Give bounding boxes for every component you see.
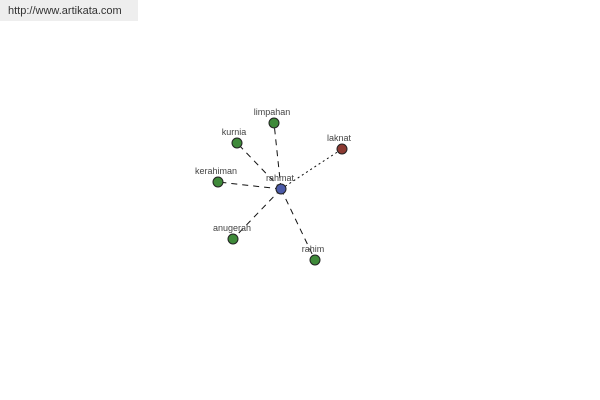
edge-rahim (280, 188, 316, 261)
node-label: anugerah (213, 223, 251, 233)
node-label: limpahan (254, 107, 291, 117)
node-anugerah[interactable] (227, 233, 239, 245)
edge-kerahiman (217, 181, 282, 190)
center-label: rahmat (266, 173, 295, 183)
node-laknat[interactable] (336, 143, 348, 155)
node-label: kerahiman (195, 166, 237, 176)
node-rahim[interactable] (309, 254, 321, 266)
edge-anugerah (232, 188, 282, 240)
node-label: rahim (302, 244, 325, 254)
node-kurnia[interactable] (231, 137, 243, 149)
node-label: kurnia (222, 127, 247, 137)
node-label: laknat (327, 133, 352, 143)
site-link[interactable]: http://www.artikata.com (0, 0, 138, 21)
edge-limpahan (273, 122, 282, 190)
node-center-rahmat[interactable] (275, 183, 287, 195)
node-kerahiman[interactable] (212, 176, 224, 188)
edge-laknat (280, 148, 343, 190)
node-limpahan[interactable] (268, 117, 280, 129)
